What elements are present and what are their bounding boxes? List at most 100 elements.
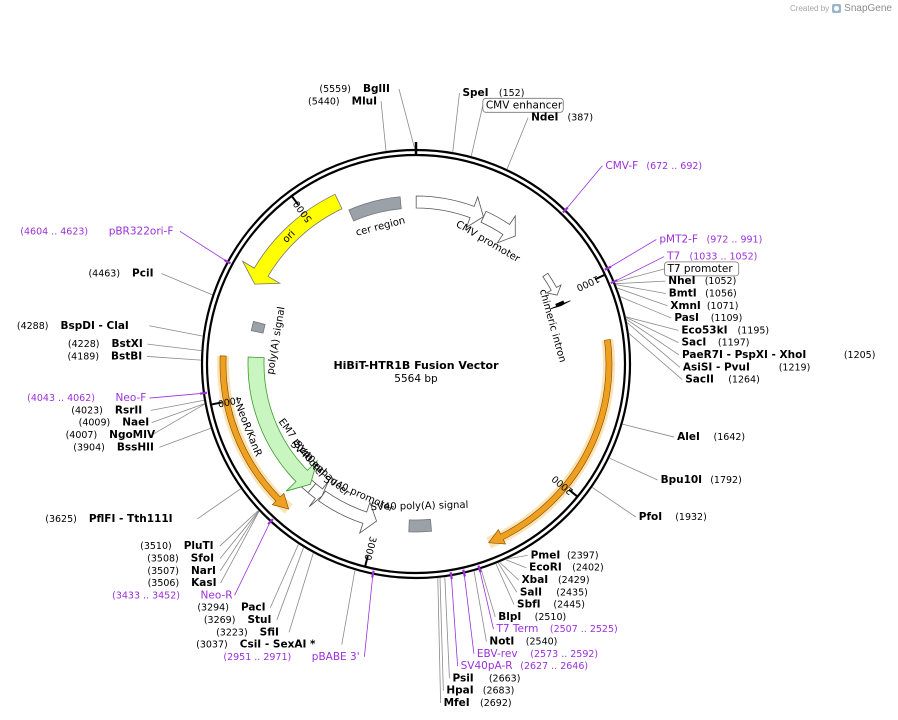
site-label[interactable]: CMV-F(672 .. 692): [605, 160, 702, 172]
site-label[interactable]: PluTI(3510): [140, 540, 213, 552]
site-label[interactable]: BstXI(4228): [68, 338, 143, 350]
site-label[interactable]: BspDI - ClaI(4288): [17, 320, 129, 332]
site-position: (4043 .. 4062): [27, 393, 95, 404]
feature-ori[interactable]: [241, 193, 343, 285]
site-name: CMV-F: [605, 160, 638, 172]
site-position: (4228): [68, 339, 100, 350]
site-position: (3037): [196, 640, 228, 651]
site-label[interactable]: PflFI - Tth111I(3625): [45, 513, 172, 525]
feature-neor-kanr[interactable]: [247, 356, 318, 492]
site-label[interactable]: Bpu10I(1792): [661, 474, 742, 486]
site-name: AsiSI - PvuI: [683, 361, 750, 373]
site-label[interactable]: BssHII(3904): [73, 441, 154, 453]
feature-poly-a-signal[interactable]: [250, 320, 266, 334]
site-label[interactable]: PsiI(2663): [452, 672, 520, 684]
feature-em7-promoter[interactable]: [307, 480, 329, 507]
site-label[interactable]: PacI(3294): [197, 602, 265, 614]
site-label[interactable]: EBV-rev(2573 .. 2592): [477, 648, 598, 660]
snapgene-logo-icon: [832, 4, 842, 13]
site-label[interactable]: AleI(1642): [677, 431, 745, 443]
site-label[interactable]: NarI(3507): [147, 565, 216, 577]
site-label[interactable]: NaeI(4009): [79, 417, 150, 429]
feature-cmv-enhancer[interactable]: [415, 195, 484, 229]
site-label[interactable]: EcoRI(2402): [529, 562, 604, 574]
site-position: (3510): [140, 541, 172, 552]
site-label[interactable]: StuI(3269): [204, 614, 272, 626]
site-label[interactable]: XmnI (1071): [670, 300, 738, 312]
site-leader-line: [614, 268, 665, 283]
site-label[interactable]: NgoMIV(4007): [66, 429, 156, 441]
site-label[interactable]: SV40pA-R(2627 .. 2646): [461, 660, 588, 672]
site-label[interactable]: BmtI(1056): [669, 287, 737, 299]
site-leader-line: [398, 88, 416, 150]
primer-mark: [610, 279, 618, 284]
site-label[interactable]: pMT2-F(972 .. 991): [659, 234, 762, 246]
site-label[interactable]: SfiI(3223): [216, 626, 279, 638]
site-label[interactable]: Neo-F(4043 .. 4062): [27, 392, 146, 404]
site-label[interactable]: KasI(3506): [148, 577, 217, 589]
site-position: (3223): [216, 627, 248, 638]
site-label[interactable]: NheI(1052): [668, 275, 736, 287]
site-label[interactable]: SfoI(3508): [147, 552, 214, 564]
site-label[interactable]: MfeI(2692): [444, 697, 512, 709]
site-name: EBV-rev: [477, 648, 518, 660]
site-name: NotI: [489, 636, 514, 648]
site-label[interactable]: PasI(1109): [674, 312, 742, 324]
site-label[interactable]: BlpI(2510): [498, 611, 566, 623]
feature-cmv-promoter[interactable]: [480, 210, 516, 244]
site-label[interactable]: T7(1033 .. 1052): [666, 251, 757, 263]
site-label[interactable]: NotI(2540): [489, 636, 557, 648]
feature-chimeric-intron[interactable]: [542, 272, 562, 296]
site-label[interactable]: T7 Term(2507 .. 2525): [495, 623, 617, 635]
site-label[interactable]: SalI(2435): [520, 586, 588, 598]
backbone: [200, 142, 632, 580]
site-position: (1071): [707, 301, 739, 312]
feature-label: poly(A) signal: [265, 306, 287, 375]
site-leader-line: [159, 427, 211, 448]
feature-htr1b[interactable]: [488, 339, 613, 545]
site-label[interactable]: PaeR7I - PspXI - XhoI(1205): [682, 349, 875, 361]
site-leader-line: [591, 486, 637, 518]
site-label[interactable]: NdeI(387): [531, 112, 593, 124]
site-label[interactable]: pBR322ori-F(4604 .. 4623): [20, 225, 173, 237]
site-name: XmnI: [670, 300, 700, 312]
site-label[interactable]: BglII(5559): [319, 83, 390, 95]
site-name: BstBI: [111, 350, 142, 362]
feature-glow: [486, 339, 616, 549]
feature-sv40-poly-a-signal[interactable]: [408, 518, 432, 533]
site-position: (1205): [844, 350, 876, 361]
site-leader-line: [220, 510, 260, 571]
feature-sv40-promoter[interactable]: [317, 490, 377, 535]
site-label[interactable]: XbaI(2429): [522, 574, 590, 586]
site-leader-line: [276, 547, 305, 621]
site-label[interactable]: SpeI(152): [462, 87, 524, 99]
feature-cer-region[interactable]: [348, 196, 402, 222]
site-label[interactable]: SacII(1264): [685, 374, 760, 386]
site-label[interactable]: BstBI(4189): [67, 350, 142, 362]
site-label[interactable]: AsiSI - PvuI(1219): [683, 361, 810, 373]
site-label[interactable]: SbfI(2445): [517, 599, 585, 611]
site-label[interactable]: T7 promoter: [664, 261, 740, 277]
site-label[interactable]: PciI(4463): [88, 268, 153, 280]
site-label[interactable]: Neo-R(3433 .. 3452): [112, 589, 232, 601]
site-leader-line: [625, 316, 679, 344]
site-leader-line: [495, 563, 515, 605]
site-name: PflFI - Tth111I: [89, 513, 173, 525]
site-label[interactable]: CMV enhancer: [482, 97, 564, 113]
site-label[interactable]: MluI(5440): [308, 95, 377, 107]
feature-neo-orf[interactable]: [219, 355, 290, 510]
site-position: (1033 .. 1052): [690, 252, 758, 263]
site-leader-line: [615, 280, 666, 285]
feature-t7-promoter[interactable]: [550, 300, 571, 310]
site-label[interactable]: SacI(1197): [682, 337, 750, 349]
site-label[interactable]: RsrII(4023): [71, 404, 142, 416]
site-leader-line: [220, 510, 260, 584]
site-label[interactable]: Eco53kI(1195): [681, 324, 769, 336]
site-label[interactable]: pBABE 3'(2951 .. 2971): [223, 651, 359, 663]
site-label[interactable]: CsiI - SexAI *(3037): [196, 639, 316, 651]
site-label[interactable]: PmeI(2397): [531, 549, 599, 561]
site-name: StuI: [247, 614, 271, 626]
site-label[interactable]: PfoI(1932): [639, 511, 707, 523]
site-label[interactable]: HpaI(2683): [446, 685, 514, 697]
